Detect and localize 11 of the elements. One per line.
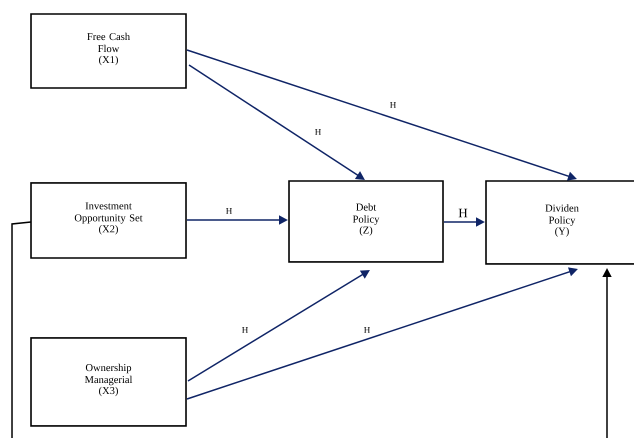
edge-label: H bbox=[314, 128, 322, 136]
edge-label: H bbox=[241, 326, 249, 334]
variable-box: Dividen Policy (Y) bbox=[485, 180, 634, 265]
edge-label: H bbox=[458, 208, 468, 218]
variable-box: Debt Policy (Z) bbox=[288, 180, 444, 263]
variable-box: Free Cash Flow (X1) bbox=[30, 13, 187, 89]
variable-box: Ownership Managerial (X3) bbox=[30, 337, 187, 427]
edge-label: H bbox=[389, 102, 397, 108]
variable-box: Investment Opportunity Set (X2) bbox=[30, 182, 187, 259]
edge-label: H bbox=[225, 208, 233, 214]
edge-label: H bbox=[363, 326, 371, 334]
